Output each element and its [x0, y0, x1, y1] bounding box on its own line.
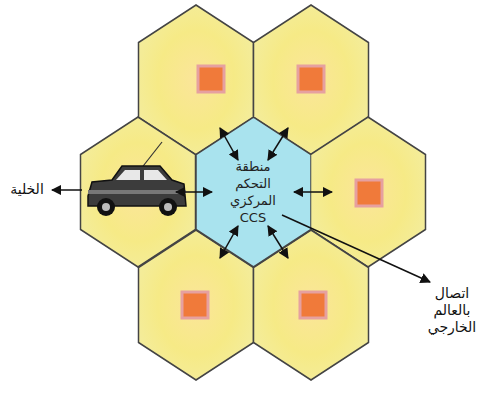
link-arrow — [176, 191, 212, 193]
base-station — [356, 180, 382, 206]
hexagon-outline — [196, 117, 311, 267]
base-station — [198, 66, 224, 92]
leader-arrow — [282, 215, 430, 282]
base-station — [300, 292, 326, 318]
node-label: منطقة التحكم المركزي CCS — [217, 158, 289, 226]
link-arrow — [294, 191, 332, 193]
callout-label: اتصال بالعالم الخارجي — [424, 285, 480, 336]
base-station — [182, 292, 208, 318]
base-station — [298, 66, 324, 92]
leader-arrow — [52, 189, 82, 191]
car-illustration — [88, 142, 186, 216]
control-hexagon: منطقة التحكم المركزي CCS — [196, 117, 311, 267]
callout-label: الخلية — [2, 181, 52, 198]
